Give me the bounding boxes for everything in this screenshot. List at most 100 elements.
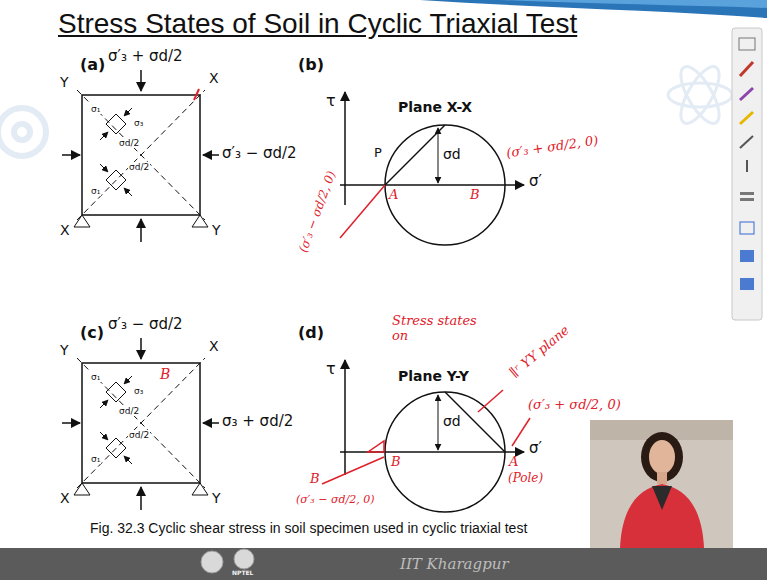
presenter-video [657,472,667,484]
plane-heading: Plane Y-Y [398,368,469,384]
soil-specimen [203,154,219,156]
plane-letter: X [60,222,70,238]
panel-letter: (d) [298,324,324,342]
plane-letter: Y [212,222,221,238]
mohr-circle-plot [438,128,439,183]
soil-specimen [100,400,108,408]
soil-specimen [74,483,208,495]
footer-bar [0,548,767,580]
handwritten-note: ∥ʳ YY plane [508,323,573,381]
presenter-video [652,486,672,510]
coordinate-note: (σ′₃ + σd/2, 0) [505,134,599,162]
soil-specimen [106,114,126,134]
footer-bar [234,549,254,569]
red-annotation-line [368,441,384,452]
point-label: B [391,455,401,470]
stress-symbol: σd [443,413,461,429]
watermark: IIT Kharagpur [400,556,509,573]
background-atom [674,61,727,128]
annotation-toolbar [740,192,754,195]
background-gear [0,108,46,156]
stress-symbol: σd/2 [118,138,140,148]
mohr-circle-plot [344,92,346,205]
mohr-circle-plot [385,125,445,185]
plane-letter: Y [212,490,221,506]
panel-letter: (c) [80,324,104,342]
slide-title: Stress States of Soil in Cyclic Triaxial… [58,8,577,40]
soil-specimen [124,376,132,384]
annotation-toolbar [740,278,754,290]
red-annotation-line [340,185,385,238]
annotation-toolbar [746,160,748,172]
background-atom [674,61,727,128]
footer-bar [0,548,767,580]
soil-specimen [62,154,80,156]
stress-symbol: σd [443,146,461,162]
presenter-video [590,420,733,548]
red-annotation-line [512,418,530,446]
stress-symbol: σ₁ [90,104,101,114]
background-atom [668,83,732,107]
background-gear [14,124,30,140]
annotation-toolbar [740,198,754,201]
mohr-circle-plot [385,392,505,512]
load-label: σ′₃ + σd/2 [108,48,183,65]
soil-specimen [124,108,132,116]
soil-specimen [140,487,142,510]
point-label: B [310,472,320,487]
point-label: B [470,188,480,203]
annotation-toolbar [740,62,753,76]
annotation-toolbar [740,88,753,100]
plane-letter: X [60,490,70,506]
soil-specimen [140,70,142,91]
background-gear [0,108,46,156]
mohr-circle-plot [385,125,505,245]
coordinate-note: (σ′₃ + σd/2, 0) [528,398,621,413]
background-atom [668,61,732,128]
load-label: σ₃ + σd/2 [222,413,293,430]
soil-specimen [106,438,126,458]
axis-label: τ [326,360,336,378]
annotation-toolbar [740,222,754,234]
soil-specimen [203,422,219,424]
plane-letter: Y [60,342,69,358]
stress-symbol: σd/2 [118,406,140,416]
presenter-video [649,440,675,474]
soil-specimen [106,382,126,402]
header-banner [500,0,767,8]
soil-specimen [77,358,205,488]
soil-specimen [74,215,208,227]
soil-specimen [100,164,108,172]
footer-bar [201,551,223,573]
annotation-toolbar [740,136,753,148]
axis-label: σ′ [529,173,542,190]
mohr-circle-plot [340,92,524,245]
mohr-circle-plot [438,395,439,450]
stress-symbol: σ₁ [90,186,101,196]
soil-specimen [124,456,132,464]
panel-letter: (a) [80,56,105,74]
soil-specimen [77,90,205,220]
annotation-toolbar [740,250,754,262]
stress-symbol: σ₁ [90,454,101,464]
plane-letter: X [209,338,219,354]
mohr-circle-plot [340,360,524,512]
load-label: σ′₃ − σd/2 [108,316,183,333]
plane-heading: Plane X-X [398,99,472,115]
soil-specimen [62,70,219,242]
stress-symbol: σd/2 [128,162,150,172]
load-label: σ′₃ − σd/2 [222,145,297,162]
annotation-toolbar [739,38,755,50]
panel-letter: (b) [298,56,324,74]
red-annotation-line [478,390,503,412]
figure-caption: Fig. 32.3 Cyclic shear stress in soil sp… [88,520,529,536]
stress-symbol: σ₁ [90,372,101,382]
stress-symbol: σ₃ [133,118,144,128]
annotation-toolbar [732,28,762,320]
logo-text: NPTEL [232,570,253,577]
soil-specimen [100,132,108,140]
red-annotation-line [322,457,384,484]
stress-symbol: σd/2 [128,430,150,440]
red-annotation-line [322,390,530,484]
